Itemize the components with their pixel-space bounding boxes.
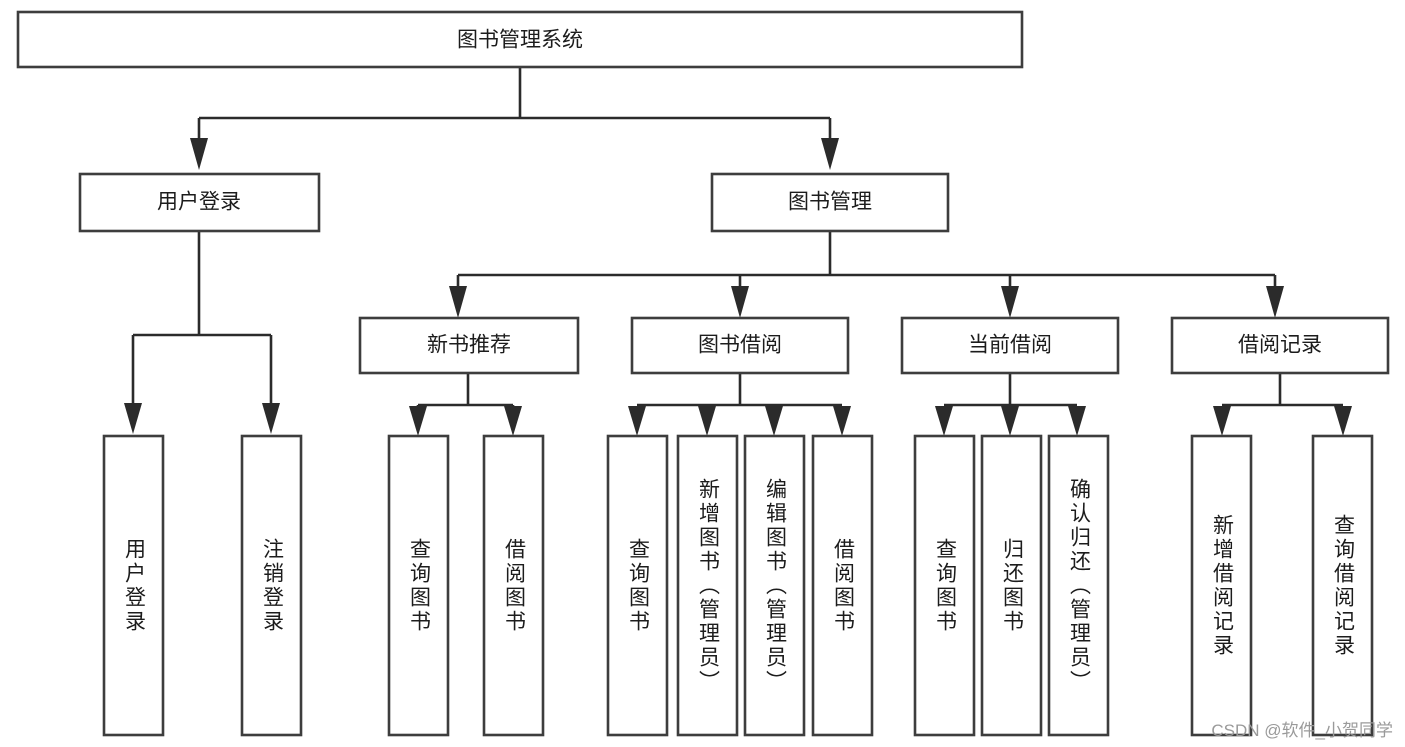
arrow-root-to-book-mgmt-icon	[821, 138, 839, 170]
arrow-borrow-leaf1-icon	[628, 406, 646, 436]
leaf-node[interactable]: 查询图书	[606, 434, 669, 737]
node-new-book-recommend-label: 新书推荐	[427, 334, 511, 357]
leaf-borrow-books-rec-label: 借阅图书	[503, 538, 527, 634]
arrow-to-records-icon	[1266, 286, 1284, 318]
leaf-node[interactable]: 查询图书	[913, 434, 976, 737]
leaf-logout-box[interactable]	[240, 434, 303, 737]
leaf-node[interactable]: 确认归还（管理员）	[1047, 434, 1110, 737]
leaf-edit-book-admin-box[interactable]	[743, 434, 806, 737]
arrow-borrow-leaf3-icon	[765, 406, 783, 436]
connector-group-current	[935, 373, 1086, 436]
leaf-add-borrow-record-label: 新增借阅记录	[1211, 514, 1235, 658]
leaf-confirm-return-admin-label: 确认归还（管理员）	[1068, 478, 1092, 694]
node-root[interactable]: 图书管理系统	[16, 10, 1024, 69]
arrow-borrow-leaf4-icon	[833, 406, 851, 436]
leaf-node[interactable]: 新增借阅记录	[1190, 434, 1253, 737]
leaf-node[interactable]: 查询图书	[387, 434, 450, 737]
connector-group-records	[1213, 373, 1352, 436]
node-book-borrow-label: 图书借阅	[698, 334, 782, 357]
node-current-borrow[interactable]: 当前借阅	[900, 316, 1120, 375]
leaf-node[interactable]: 借阅图书	[811, 434, 874, 737]
node-book-management-label: 图书管理	[788, 191, 872, 214]
leaf-node[interactable]: 查询借阅记录	[1311, 434, 1374, 737]
node-borrow-records[interactable]: 借阅记录	[1170, 316, 1390, 375]
leaf-node[interactable]: 用户登录	[102, 434, 165, 737]
connector-group-book-mgmt	[449, 231, 1284, 318]
leaf-node[interactable]: 编辑图书（管理员）	[743, 434, 806, 737]
arrow-current-leaf1-icon	[935, 406, 953, 436]
arrow-newbooks-leaf1-icon	[409, 406, 427, 436]
node-book-borrow[interactable]: 图书借阅	[630, 316, 850, 375]
leaf-confirm-return-admin-box[interactable]	[1047, 434, 1110, 737]
leaf-node[interactable]: 新增图书（管理员）	[676, 434, 739, 737]
connector-group-borrow	[628, 373, 851, 436]
arrow-records-leaf2-icon	[1334, 406, 1352, 436]
arrow-userlogin-leaf2-icon	[262, 403, 280, 434]
leaf-edit-book-admin-label: 编辑图书（管理员）	[764, 478, 788, 694]
leaf-return-book-label: 归还图书	[1001, 538, 1025, 634]
node-book-borrow-box[interactable]	[630, 316, 850, 375]
csdn-watermark: CSDN @软件_小贺同学	[1211, 721, 1393, 740]
leaf-borrow-books-rec-box[interactable]	[482, 434, 545, 737]
connector-group-new-books	[409, 373, 522, 436]
leaf-logout-label: 注销登录	[261, 538, 285, 634]
arrow-current-leaf3-icon	[1068, 406, 1086, 436]
node-root-box[interactable]	[16, 10, 1024, 69]
leaf-return-book-box[interactable]	[980, 434, 1043, 737]
leaf-add-borrow-record-box[interactable]	[1190, 434, 1253, 737]
leaf-borrow-book-borrow-box[interactable]	[811, 434, 874, 737]
arrow-to-borrow-icon	[731, 286, 749, 318]
node-user-login[interactable]: 用户登录	[78, 172, 321, 233]
leaf-query-books-borrow-label: 查询图书	[627, 538, 651, 634]
leaf-add-book-admin-label: 新增图书（管理员）	[697, 478, 721, 694]
leaf-query-borrow-record-label: 查询借阅记录	[1332, 514, 1356, 658]
arrow-to-current-icon	[1001, 286, 1019, 318]
leaf-node[interactable]: 归还图书	[980, 434, 1043, 737]
leaf-query-books-current-label: 查询图书	[934, 538, 958, 634]
leaf-query-borrow-record-box[interactable]	[1311, 434, 1374, 737]
node-root-label: 图书管理系统	[457, 29, 583, 52]
node-book-management[interactable]: 图书管理	[710, 172, 950, 233]
arrow-borrow-leaf2-icon	[698, 406, 716, 436]
node-current-borrow-label: 当前借阅	[968, 334, 1052, 357]
leaf-add-book-admin-box[interactable]	[676, 434, 739, 737]
node-borrow-records-label: 借阅记录	[1238, 334, 1322, 357]
connector-group-root	[190, 67, 839, 170]
leaf-node[interactable]: 注销登录	[240, 434, 303, 737]
arrow-current-leaf2-icon	[1001, 406, 1019, 436]
leaf-query-books-rec-box[interactable]	[387, 434, 450, 737]
leaf-node[interactable]: 借阅图书	[482, 434, 545, 737]
leaf-query-books-rec-label: 查询图书	[408, 538, 432, 634]
leaf-user-login-box[interactable]	[102, 434, 165, 737]
arrow-newbooks-leaf2-icon	[504, 406, 522, 436]
arrow-root-to-user-login-icon	[190, 138, 208, 170]
leaf-query-books-borrow-box[interactable]	[606, 434, 669, 737]
arrow-userlogin-leaf1-icon	[124, 403, 142, 434]
leaf-user-login-label: 用户登录	[123, 538, 147, 634]
node-new-book-recommend[interactable]: 新书推荐	[358, 316, 580, 375]
leaf-borrow-book-borrow-label: 借阅图书	[832, 538, 856, 634]
node-user-login-box[interactable]	[78, 172, 321, 233]
node-borrow-records-box[interactable]	[1170, 316, 1390, 375]
node-current-borrow-box[interactable]	[900, 316, 1120, 375]
connector-group-user-login	[124, 231, 280, 434]
arrow-to-new-books-icon	[449, 286, 467, 318]
node-new-book-recommend-box[interactable]	[358, 316, 580, 375]
arrow-records-leaf1-icon	[1213, 406, 1231, 436]
node-book-management-box[interactable]	[710, 172, 950, 233]
node-user-login-label: 用户登录	[157, 191, 241, 214]
leaf-query-books-current-box[interactable]	[913, 434, 976, 737]
